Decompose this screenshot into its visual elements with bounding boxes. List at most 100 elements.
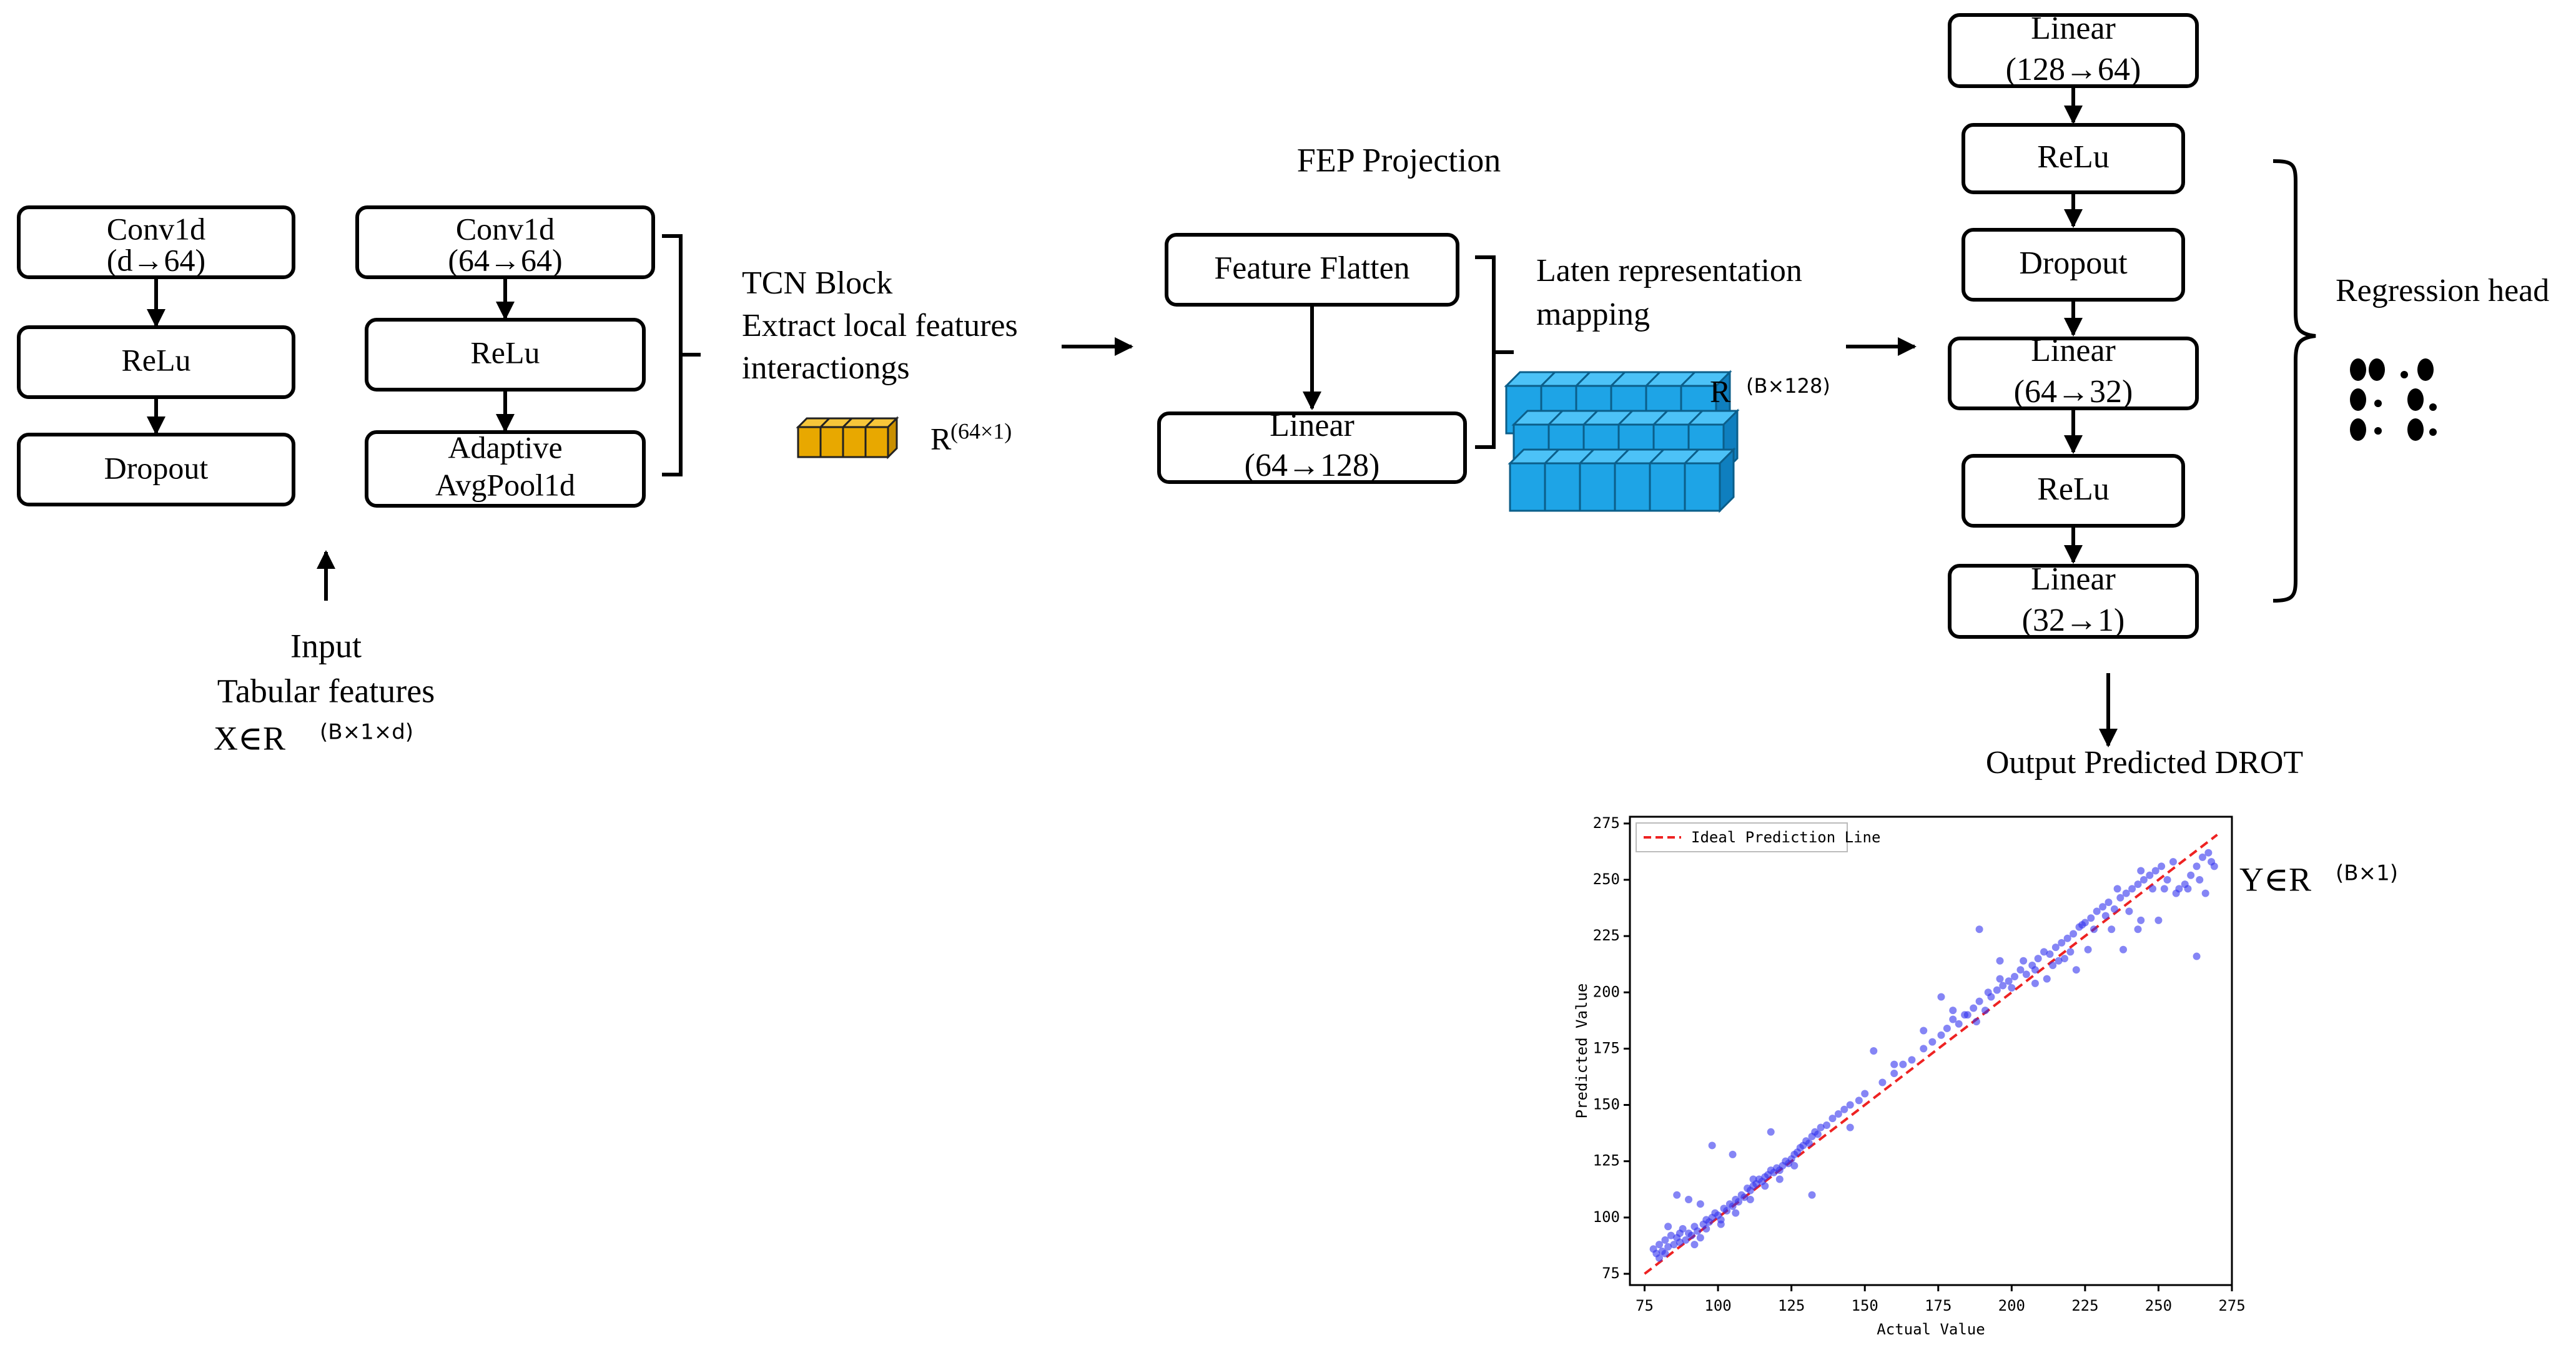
scatter-point (1955, 1020, 1963, 1028)
head-linear-1-dims: (128→64) (2006, 52, 2141, 87)
scatter-point (1734, 1198, 1742, 1206)
scatter-point (1746, 1195, 1754, 1203)
x-tick-label: 250 (2145, 1297, 2172, 1314)
tcn-tensor-cube (842, 426, 867, 458)
fep-bracket (1475, 255, 1514, 449)
scatter-point (2101, 912, 2110, 920)
scatter-point (1732, 1209, 1740, 1217)
scatter-point (2108, 925, 2116, 934)
scatter-point (1834, 1110, 1842, 1118)
output-label: Output Predicted DROT (1986, 745, 2303, 781)
scatter-point (2022, 970, 2030, 978)
scatter-point (1870, 1047, 1878, 1055)
head-dropout-label: Dropout (2019, 245, 2128, 281)
scatter-point (1890, 1060, 1898, 1068)
scatter-point (2196, 875, 2204, 884)
output-tensor-sup: (B×1) (2336, 861, 2398, 886)
latent-tensor-sup: (B×128) (1746, 374, 1830, 398)
tcn-block-desc-1: Extract local features (742, 308, 1018, 343)
latent-tensor-cube-side (1719, 447, 1735, 513)
scatter-point (2137, 916, 2145, 924)
scatter-point (1975, 997, 1983, 1005)
scatter-point (1740, 1193, 1749, 1201)
scatter-point (2128, 885, 2136, 893)
scatter-point (1675, 1238, 1684, 1246)
scatter-point (1999, 982, 2007, 990)
scatter-point (1949, 1015, 1957, 1023)
scatter-point (2084, 945, 2092, 953)
tcn-tensor-cube-side (887, 416, 898, 460)
regression-dots-icon (2350, 358, 2437, 441)
tcn-tensor-cube (797, 426, 822, 458)
scatter-point (1673, 1191, 1681, 1199)
fep-linear-box (1157, 411, 1467, 484)
scatter-point (2122, 889, 2130, 897)
scatter-point (1814, 1130, 1822, 1138)
scatter-point (2087, 914, 2095, 922)
scatter-point (2149, 885, 2157, 893)
y-tick-label: 150 (1593, 1096, 1620, 1113)
scatter-point (2158, 862, 2166, 870)
scatter-point (2201, 889, 2209, 897)
scatter-point (1696, 1200, 1704, 1208)
scatter-point (1661, 1249, 1669, 1258)
scatter-point (2043, 975, 2051, 983)
scatter-point (2169, 858, 2177, 866)
scatter-point (2058, 939, 2066, 947)
latent-tensor-icon (1504, 370, 1740, 513)
tcn-tensor-cube (864, 426, 889, 458)
scatter-point (1661, 1236, 1669, 1244)
scatter-point (2151, 867, 2159, 875)
scatter-point (1920, 1045, 1928, 1053)
regression-head-stack: Linear (128→64) ReLu Dropout Linear (64→… (1948, 11, 2199, 639)
tcn-tensor-cube (819, 426, 844, 458)
scatter-point (2005, 977, 2013, 985)
scatter-point (1961, 1011, 1969, 1019)
scatter-point (2070, 930, 2078, 938)
tcn-input-stack: Conv1d (d→64) ReLu Dropout (17, 205, 295, 506)
scatter-point (1840, 1105, 1848, 1113)
input-label: Input (290, 627, 362, 664)
scatter-point (2031, 979, 2039, 987)
y-tick-label: 125 (1593, 1152, 1620, 1170)
scatter-point (1690, 1241, 1699, 1249)
head-linear-1-label: Linear (2031, 11, 2116, 46)
tcn-tensor-sup: (64×1) (950, 418, 1012, 443)
scatter-point (2125, 907, 2133, 915)
scatter-point (1775, 1175, 1784, 1183)
dropout-box-1 (17, 433, 295, 506)
head-linear-3-box (1948, 564, 2199, 639)
scatter-point (1937, 993, 1945, 1001)
scatter-point (2139, 875, 2148, 884)
scatter-point (1670, 1241, 1678, 1249)
scatter-point (2031, 966, 2039, 974)
x-tick-label: 175 (1925, 1297, 1952, 1314)
output-tensor-label: Y∈R (2239, 860, 2311, 898)
scatter-point (2184, 885, 2192, 893)
scatter-point (1664, 1223, 1672, 1231)
tcn-bracket (662, 234, 701, 476)
scatter-point (2110, 905, 2118, 913)
y-tick-label: 100 (1593, 1208, 1620, 1226)
scatter-point (1656, 1241, 1664, 1249)
scatter-point (1890, 1070, 1898, 1078)
scatter-point (2078, 921, 2086, 929)
regression-head-bracket (2273, 159, 2316, 603)
scatter-point (2160, 885, 2168, 893)
scatter-point (2060, 955, 2068, 963)
scatter-point (2146, 871, 2154, 879)
scatter-point (1694, 1227, 1702, 1235)
scatter-point (2105, 899, 2113, 907)
x-tick-label: 225 (2071, 1297, 2098, 1314)
scatter-point (2113, 885, 2121, 893)
head-linear-3-dims: (32→1) (2022, 603, 2125, 638)
input-features-label: Tabular features (217, 672, 435, 709)
fep-linear-dims: (64→128) (1245, 448, 1380, 483)
scatter-point (2040, 948, 2048, 956)
dropout-label-1: Dropout (104, 450, 209, 485)
tcn-tensor-label: R (930, 421, 952, 456)
conv1d-64-64-label: Conv1d (456, 211, 555, 246)
scatter-point (1729, 1150, 1737, 1158)
